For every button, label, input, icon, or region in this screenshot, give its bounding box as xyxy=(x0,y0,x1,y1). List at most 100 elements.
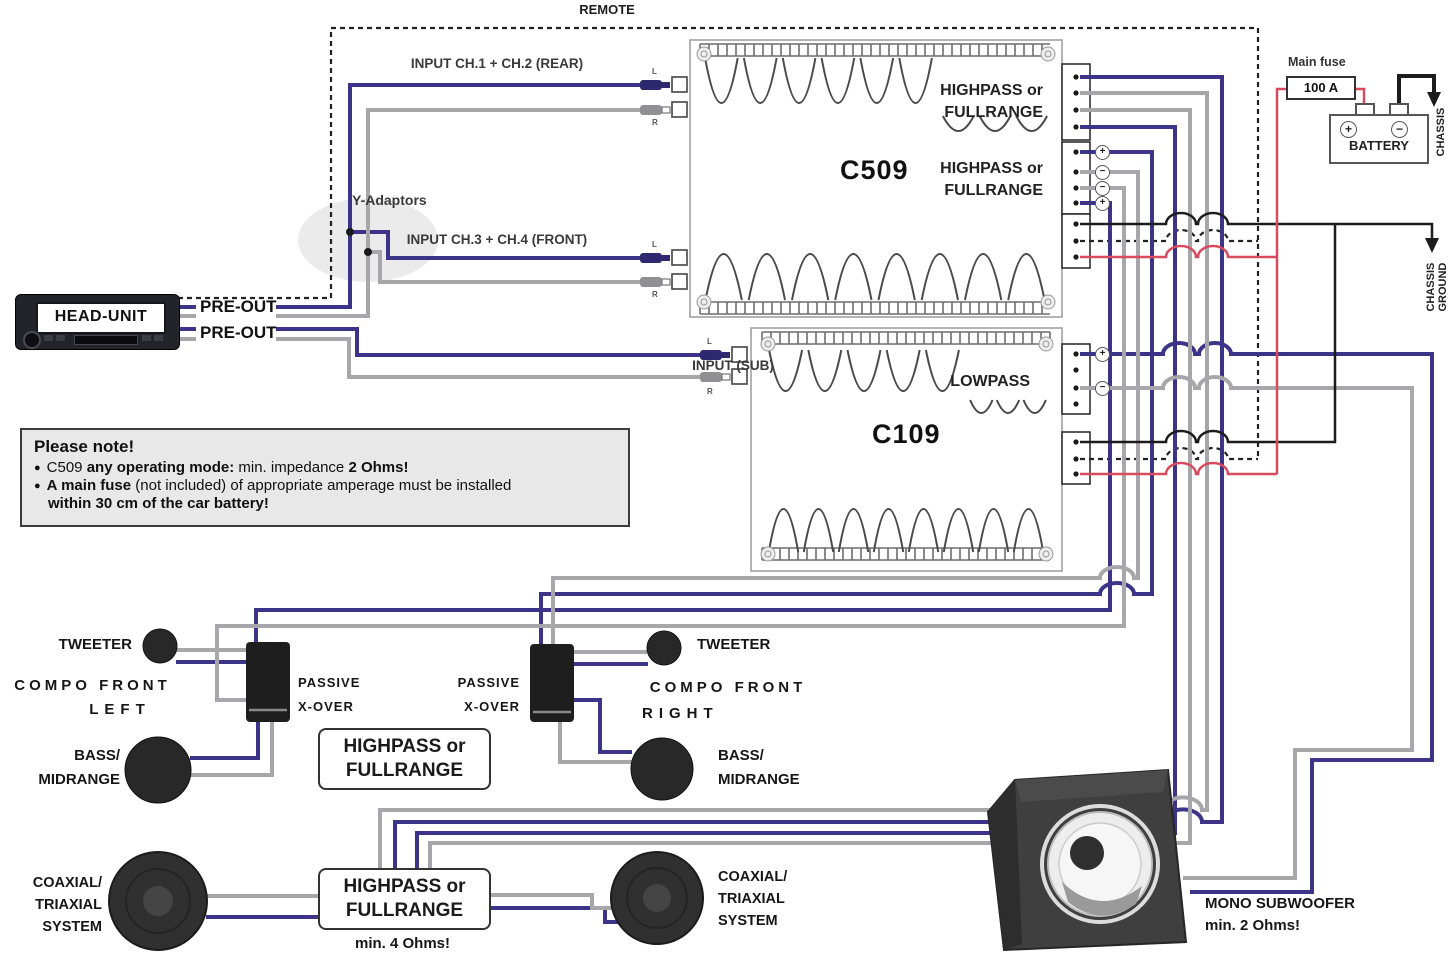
head-unit-button xyxy=(56,335,65,341)
screw-icon xyxy=(1042,340,1050,348)
fin-shape xyxy=(1007,253,1046,301)
c509-mode-ch12-line2: FULLRANGE xyxy=(944,104,1043,121)
minus-symbol: − xyxy=(1095,165,1110,180)
fin-shape xyxy=(768,349,804,392)
chassis-ground-line2: GROUND xyxy=(1437,262,1449,312)
chassis-ground-arrow xyxy=(1425,238,1439,253)
channel-r-tag: R xyxy=(652,290,658,299)
fin-shape xyxy=(742,57,778,104)
fin-shape xyxy=(859,57,895,104)
channel-l-tag: L xyxy=(707,337,712,346)
c109-mode-lowpass: LOWPASS xyxy=(950,373,1030,390)
speakers xyxy=(108,628,1188,952)
compo-right-label: RIGHT xyxy=(642,705,719,722)
coaxial-right-speaker xyxy=(610,851,704,945)
screw-icon xyxy=(1038,336,1054,352)
fin-shape xyxy=(942,508,975,553)
fin-shape xyxy=(877,253,916,301)
bass-midrange-right-speaker xyxy=(630,737,694,801)
bass-right-line1: BASS/ xyxy=(718,747,764,764)
screw-icon xyxy=(760,336,776,352)
note-text: min. impedance xyxy=(234,459,349,476)
channel-l-tag: L xyxy=(652,67,657,76)
screw-icon xyxy=(696,46,712,62)
screw-icon xyxy=(760,546,776,562)
passive-xover-right-line2: X-OVER xyxy=(464,699,520,714)
rca-connectors xyxy=(640,76,748,385)
terminal-dots xyxy=(346,74,1079,477)
fin-shape xyxy=(920,253,959,301)
tweeter-right-label: TWEETER xyxy=(697,636,771,653)
heatsink-fins xyxy=(696,43,1056,562)
battery-chassis-arrow xyxy=(1427,92,1441,107)
tweeter-left-label: TWEETER xyxy=(58,636,132,653)
note-text: A main fuse xyxy=(46,477,132,494)
note-item-2: ● A main fuse (not included) of appropria… xyxy=(34,477,616,494)
bass-left-line1: BASS/ xyxy=(74,747,120,764)
channel-r-tag: R xyxy=(707,387,713,396)
compo-front-left-label: COMPO FRONT xyxy=(14,677,171,694)
mode-box-line1: HIGHPASS or xyxy=(343,876,466,898)
c509-mode-ch34-line1: HIGHPASS or xyxy=(940,160,1043,177)
coax-left-line3: SYSTEM xyxy=(42,919,102,935)
screw-icon xyxy=(764,550,772,558)
channel-r-tag: R xyxy=(652,118,658,127)
fin-shape xyxy=(747,253,786,301)
note-text: (not included) of appropriate amperage m… xyxy=(131,477,512,494)
chassis-ground-label: CHASSIS GROUND xyxy=(1425,250,1449,324)
screw-icon xyxy=(1040,294,1056,310)
min-2-ohms-label: min. 2 Ohms! xyxy=(1205,917,1301,934)
passive-xover-left-line1: PASSIVE xyxy=(298,675,361,690)
fin-shape xyxy=(820,57,856,104)
head-unit-button xyxy=(142,335,151,341)
plus-symbol: + xyxy=(1095,145,1110,160)
head-unit: HEAD-UNIT xyxy=(15,294,180,350)
chassis-ground-line1: CHASSIS xyxy=(1424,262,1437,312)
amp-c509-name: C509 xyxy=(840,155,909,185)
fin-shape xyxy=(969,399,994,414)
battery-plus-symbol: + xyxy=(1340,121,1357,138)
tweeter-left-speaker xyxy=(142,628,178,664)
fin-shape xyxy=(872,508,905,553)
fin-shape xyxy=(977,508,1010,553)
amp-c109-body xyxy=(750,327,1063,572)
head-unit-button xyxy=(154,335,163,341)
mode-box-front: HIGHPASS or FULLRANGE xyxy=(318,728,491,790)
mode-box-rear: HIGHPASS or FULLRANGE xyxy=(318,868,491,930)
wire-remote-c109 xyxy=(1080,446,1258,461)
tweeter-right-speaker xyxy=(646,630,682,666)
passive-xover-left xyxy=(246,642,290,722)
passive-xover-right xyxy=(530,644,574,722)
compo-left-label: LEFT xyxy=(89,701,151,718)
battery-minus-symbol: − xyxy=(1391,121,1408,138)
screw-icon xyxy=(1038,546,1054,562)
mono-subwoofer-speaker xyxy=(986,768,1188,952)
fin-shape xyxy=(924,349,960,392)
plus-symbol: + xyxy=(1095,196,1110,211)
bass-midrange-left-speaker xyxy=(124,736,192,804)
fin-shape xyxy=(942,115,975,132)
input-ch12-label: INPUT CH.1 + CH.2 (REAR) xyxy=(410,56,584,71)
fin-shape xyxy=(761,331,1051,345)
c509-mode-ch34-line2: FULLRANGE xyxy=(944,182,1043,199)
input-ch34-label: INPUT CH.3 + CH.4 (FRONT) xyxy=(406,232,588,247)
compo-front-right-label: COMPO FRONT xyxy=(649,679,807,696)
bullet-icon: ● xyxy=(34,480,41,492)
coax-right-line3: SYSTEM xyxy=(718,913,778,929)
coax-left-line2: TRIAXIAL xyxy=(35,897,102,913)
bass-left-line2: MIDRANGE xyxy=(38,771,120,788)
fin-shape xyxy=(837,508,870,553)
channel-l-tag: L xyxy=(652,240,657,249)
note-item-3: within 30 cm of the car battery! xyxy=(48,495,269,512)
bullet-icon: ● xyxy=(34,462,41,474)
mono-subwoofer-label: MONO SUBWOOFER xyxy=(1205,895,1355,912)
fin-shape xyxy=(964,253,1003,301)
main-fuse-label: Main fuse xyxy=(1288,55,1346,69)
min-4-ohms-label: min. 4 Ohms! xyxy=(354,935,451,952)
head-unit-label: HEAD-UNIT xyxy=(36,302,166,334)
note-item-1: ●C509 any operating mode: min. impedance… xyxy=(34,459,616,476)
main-fuse-rating: 100 A xyxy=(1286,76,1356,100)
coaxial-left-speaker xyxy=(108,851,208,951)
fin-shape xyxy=(704,57,739,104)
screw-icon xyxy=(1042,550,1050,558)
